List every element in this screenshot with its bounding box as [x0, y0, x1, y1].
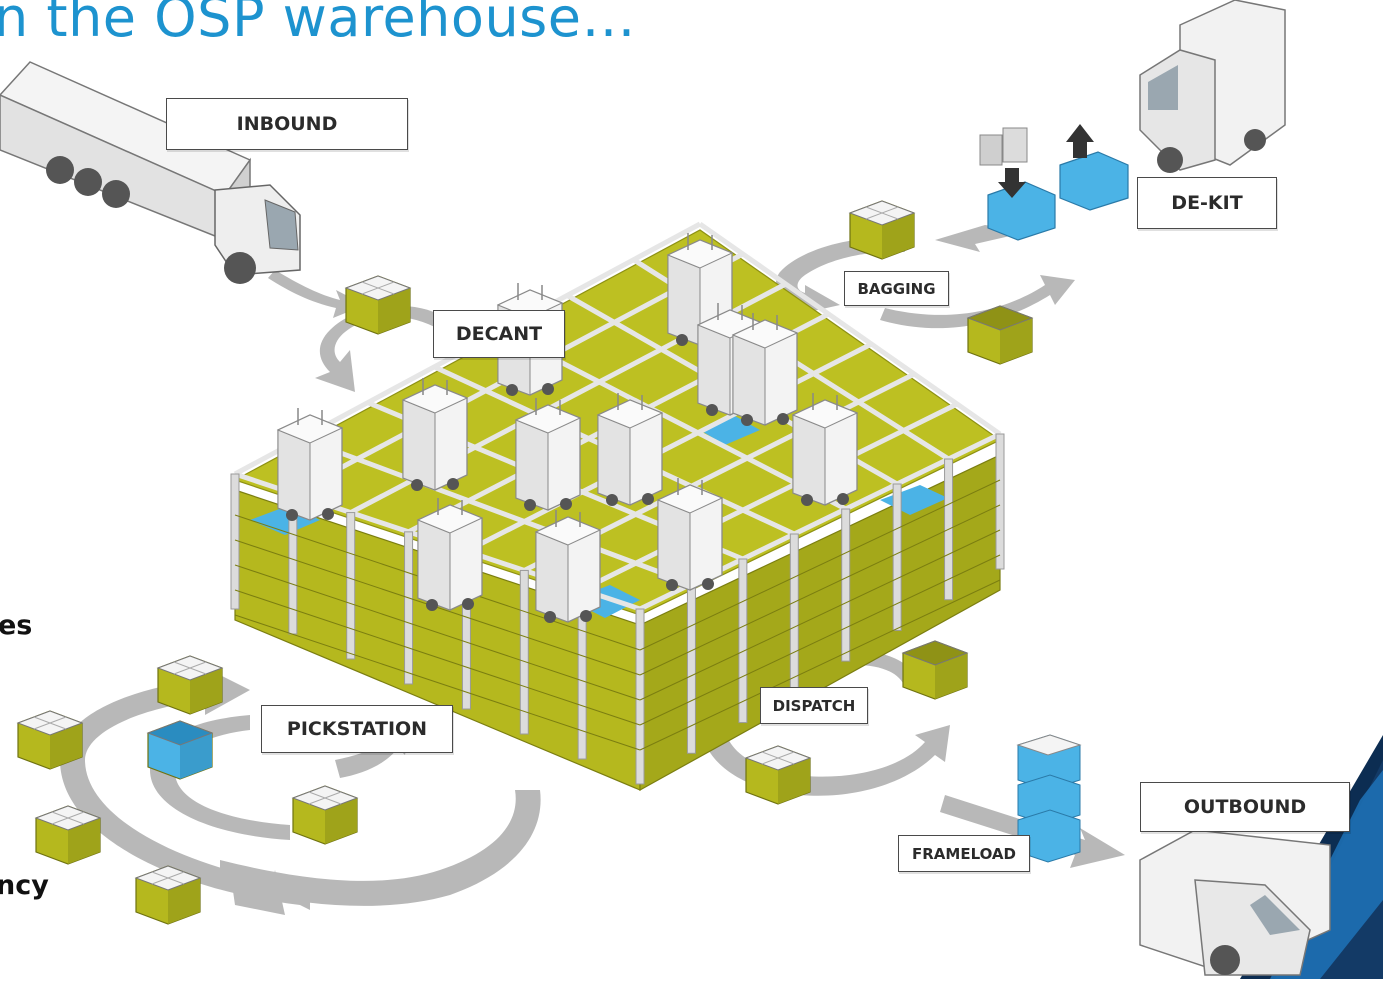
dekit-van — [1139, 0, 1286, 173]
side-text-fragment-2: ncy — [0, 870, 49, 901]
label-frameload: FRAMELOAD — [898, 835, 1030, 872]
side-text-fragment-1: es — [0, 610, 33, 641]
label-dekit: DE-KIT — [1137, 177, 1277, 229]
label-decant: DECANT — [433, 310, 565, 358]
bagging-arrow-top — [776, 237, 905, 315]
inbound-truck — [0, 61, 301, 284]
inbound-arrow — [268, 270, 365, 318]
pick-arrow-outer-right — [220, 790, 541, 906]
label-inbound: INBOUND — [166, 98, 408, 150]
dekit-bins — [979, 124, 1129, 241]
outbound-van — [1139, 829, 1331, 976]
frameload-stack — [1016, 734, 1082, 863]
dekit-arrow — [935, 225, 1010, 252]
label-dispatch: DISPATCH — [760, 687, 868, 724]
label-bagging: BAGGING — [844, 271, 949, 306]
page-title: n the OSP warehouse… — [0, 0, 637, 49]
tote-group — [16, 200, 1034, 925]
decant-arrow — [315, 305, 445, 392]
label-outbound: OUTBOUND — [1140, 782, 1350, 832]
label-pickstation: PICKSTATION — [261, 705, 453, 753]
bagging-arrow-bottom — [880, 275, 1075, 329]
robot-group — [276, 233, 859, 623]
